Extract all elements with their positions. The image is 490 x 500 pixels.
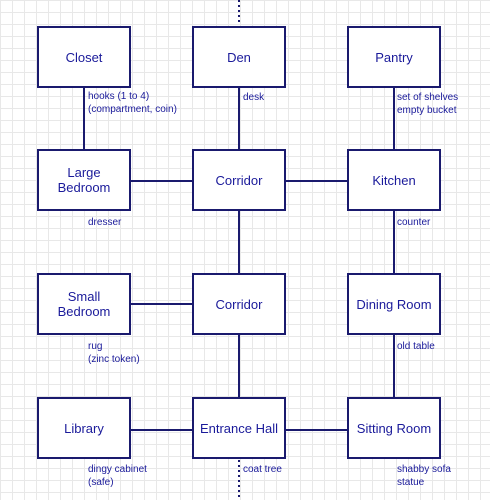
note-pantry: set of shelves empty bucket xyxy=(397,92,459,116)
room-den[interactable]: Den xyxy=(192,26,286,88)
room-kitchen[interactable]: Kitchen xyxy=(347,149,441,211)
note-dining-room: old table xyxy=(397,341,435,352)
room-library[interactable]: Library xyxy=(37,397,131,459)
room-corridor-upper[interactable]: Corridor xyxy=(192,149,286,211)
note-large-bedroom: dresser xyxy=(88,217,122,228)
room-entrance-hall[interactable]: Entrance Hall xyxy=(192,397,286,459)
room-pantry[interactable]: Pantry xyxy=(347,26,441,88)
note-den: desk xyxy=(243,92,265,103)
note-sitting-room: shabby sofa statue xyxy=(397,464,451,488)
room-sitting-room[interactable]: Sitting Room xyxy=(347,397,441,459)
room-dining-room[interactable]: Dining Room xyxy=(347,273,441,335)
note-small-bedroom: rug (zinc token) xyxy=(88,341,140,365)
room-closet[interactable]: Closet xyxy=(37,26,131,88)
note-entrance-hall: coat tree xyxy=(243,464,282,475)
note-kitchen: counter xyxy=(397,217,431,228)
room-small-bedroom[interactable]: Small Bedroom xyxy=(37,273,131,335)
room-corridor-lower[interactable]: Corridor xyxy=(192,273,286,335)
note-library: dingy cabinet (safe) xyxy=(88,464,147,488)
note-closet: hooks (1 to 4) (compartment, coin) xyxy=(88,91,177,115)
room-large-bedroom[interactable]: Large Bedroom xyxy=(37,149,131,211)
